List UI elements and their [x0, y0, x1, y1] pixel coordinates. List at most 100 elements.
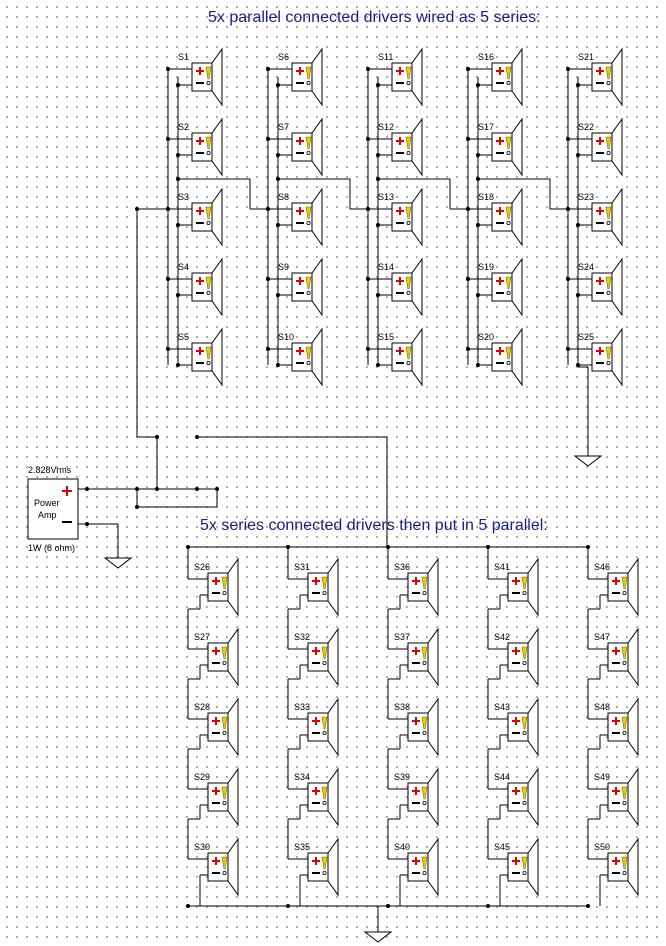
speaker-s48[interactable]: S48: [594, 697, 639, 757]
speaker-s17[interactable]: S17: [478, 117, 523, 177]
warning-marker-icon: [621, 646, 628, 666]
speaker-label: S44: [494, 772, 510, 782]
speaker-s20[interactable]: S20: [478, 327, 523, 387]
speaker-s6[interactable]: S6: [278, 47, 323, 107]
warning-marker-icon: [621, 786, 628, 806]
speaker-s29[interactable]: S29: [194, 767, 239, 827]
warning-marker-icon: [605, 346, 612, 365]
junction-dot: [466, 347, 470, 351]
junction-dot: [576, 153, 580, 157]
speaker-s44[interactable]: S44: [494, 767, 539, 827]
speaker-s8[interactable]: S8: [278, 187, 323, 247]
junction-dot: [376, 293, 380, 297]
warning-marker-icon: [621, 856, 628, 876]
speaker-s35[interactable]: S35: [294, 837, 339, 897]
plus-terminal-icon: [512, 577, 520, 585]
plus-terminal-icon: [496, 277, 504, 285]
junction-dot: [176, 223, 180, 227]
speaker-s18[interactable]: S18: [478, 187, 523, 247]
speaker-s9[interactable]: S9: [278, 257, 323, 317]
speaker-s50[interactable]: S50: [594, 837, 639, 897]
junction-dot: [466, 137, 470, 141]
junction-dot: [366, 277, 370, 281]
plus-terminal-icon: [196, 207, 204, 215]
junction-dot: [486, 904, 490, 908]
speaker-s7[interactable]: S7: [278, 117, 323, 177]
junction-dot: [566, 207, 570, 211]
speaker-label: S48: [594, 702, 610, 712]
plus-terminal-icon: [312, 787, 320, 795]
warning-marker-icon: [505, 136, 512, 155]
warning-marker-icon: [505, 206, 512, 225]
junction-dot: [176, 177, 180, 181]
speaker-s11[interactable]: S11: [378, 47, 423, 107]
speaker-s32[interactable]: S32: [294, 627, 339, 687]
warning-marker-icon: [521, 716, 528, 736]
power-amplifier[interactable]: Power Amp 2.828Vrms 1W (8 ohm): [27, 465, 79, 553]
speaker-s26[interactable]: S26: [194, 557, 239, 617]
plus-terminal-icon: [212, 787, 220, 795]
speaker-s1[interactable]: S1: [178, 47, 223, 107]
junction-dot: [166, 347, 170, 351]
speaker-s23[interactable]: S23: [578, 187, 623, 247]
speaker-s4[interactable]: S4: [178, 257, 223, 317]
speaker-s34[interactable]: S34: [294, 767, 339, 827]
junction-dot: [376, 363, 380, 367]
speaker-s15[interactable]: S15: [378, 327, 423, 387]
speaker-s19[interactable]: S19: [478, 257, 523, 317]
junction-dot: [566, 347, 570, 351]
speaker-label: S18: [478, 192, 494, 202]
amp-name-line2: Amp: [38, 510, 57, 520]
warning-marker-icon: [321, 786, 328, 806]
speaker-s25[interactable]: S25: [578, 327, 623, 387]
warning-marker-icon: [521, 786, 528, 806]
speaker-s39[interactable]: S39: [394, 767, 439, 827]
speaker-label: S40: [394, 842, 410, 852]
speaker-s40[interactable]: S40: [394, 837, 439, 897]
junction-dot: [476, 83, 480, 87]
speaker-s49[interactable]: S49: [594, 767, 639, 827]
speaker-s41[interactable]: S41: [494, 557, 539, 617]
speaker-s21[interactable]: S21: [578, 47, 623, 107]
plus-terminal-icon: [396, 347, 404, 355]
warning-marker-icon: [405, 136, 412, 155]
ground-layer: [103, 440, 603, 943]
speaker-s42[interactable]: S42: [494, 627, 539, 687]
speaker-label: S10: [278, 332, 294, 342]
plus-terminal-icon: [412, 857, 420, 865]
speaker-s45[interactable]: S45: [494, 837, 539, 897]
speaker-s46[interactable]: S46: [594, 557, 639, 617]
speaker-s37[interactable]: S37: [394, 627, 439, 687]
junction-dot: [566, 277, 570, 281]
speaker-s3[interactable]: S3: [178, 187, 223, 247]
speaker-s30[interactable]: S30: [194, 837, 239, 897]
speaker-s13[interactable]: S13: [378, 187, 423, 247]
speaker-s36[interactable]: S36: [394, 557, 439, 617]
speaker-s28[interactable]: S28: [194, 697, 239, 757]
speaker-s24[interactable]: S24: [578, 257, 623, 317]
speaker-s2[interactable]: S2: [178, 117, 223, 177]
speaker-label: S31: [294, 562, 310, 572]
speaker-s27[interactable]: S27: [194, 627, 239, 687]
warning-marker-icon: [305, 206, 312, 225]
speaker-s38[interactable]: S38: [394, 697, 439, 757]
speaker-s22[interactable]: S22: [578, 117, 623, 177]
speaker-s14[interactable]: S14: [378, 257, 423, 317]
plus-terminal-icon: [496, 347, 504, 355]
speaker-s5[interactable]: S5: [178, 327, 223, 387]
speaker-label: S17: [478, 122, 494, 132]
speaker-s16[interactable]: S16: [478, 47, 523, 107]
speaker-s12[interactable]: S12: [378, 117, 423, 177]
speaker-s10[interactable]: S10: [278, 327, 323, 387]
junction-dot: [195, 487, 199, 491]
speaker-s43[interactable]: S43: [494, 697, 539, 757]
warning-marker-icon: [205, 66, 212, 86]
speaker-label: S4: [178, 262, 189, 272]
speaker-s47[interactable]: S47: [594, 627, 639, 687]
junction-dot: [266, 277, 270, 281]
speaker-s31[interactable]: S31: [294, 557, 339, 617]
warning-marker-icon: [205, 276, 212, 295]
speaker-s33[interactable]: S33: [294, 697, 339, 757]
junction-dot: [576, 223, 580, 227]
speaker-label: S6: [278, 52, 289, 62]
